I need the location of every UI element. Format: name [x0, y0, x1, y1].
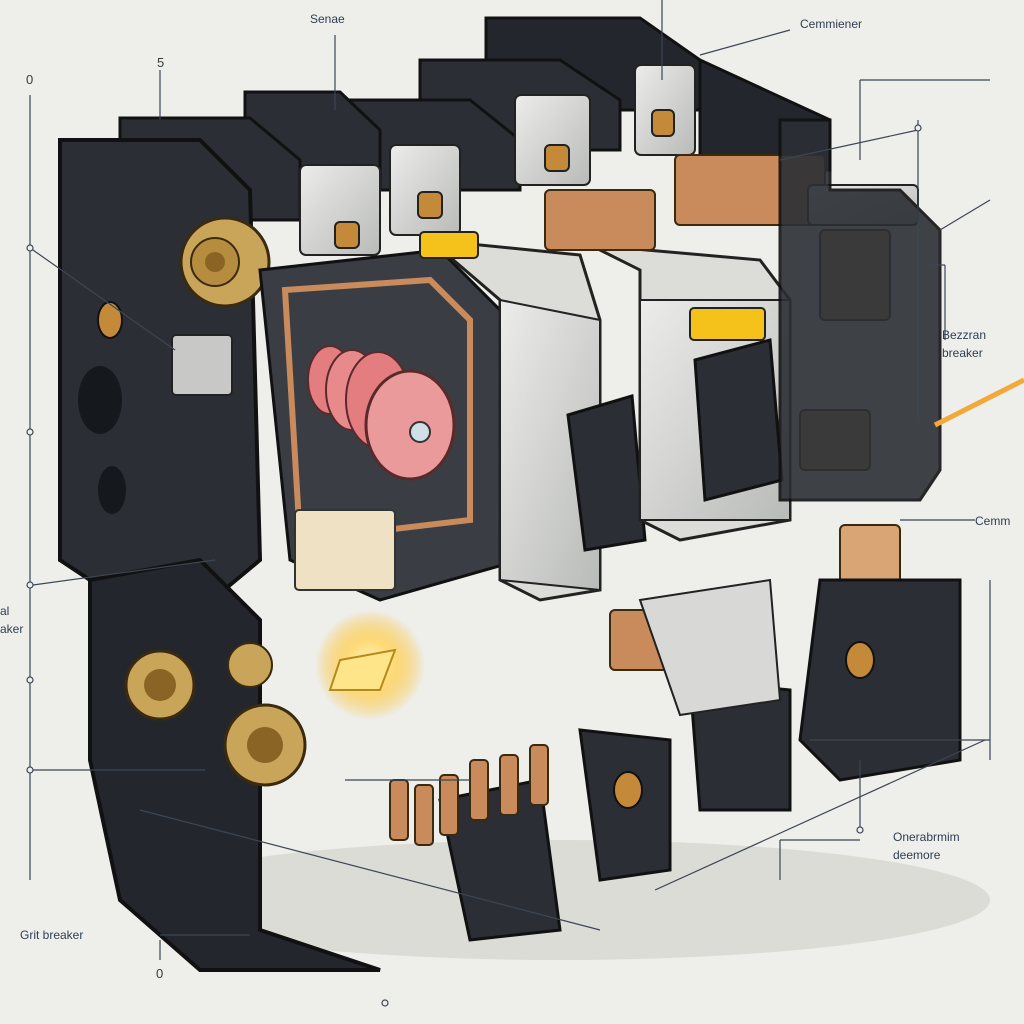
breaker-module-2	[589, 243, 792, 542]
probe-rod	[933, 377, 1024, 428]
mark-top-zero: 0	[26, 72, 34, 87]
leader-dots	[26, 124, 922, 1007]
solenoid-coil	[307, 345, 456, 481]
leader-lines	[29, 0, 991, 960]
label-left-cut-1: al	[0, 604, 10, 618]
label-right-lower-1: Onerabrmim	[893, 830, 960, 844]
label-top-center: Senae	[310, 12, 345, 26]
label-top-right: Cemmiener	[800, 17, 863, 31]
cream-terminal-block	[294, 509, 396, 591]
bottom-feet	[438, 578, 792, 942]
arc-flash-glow	[315, 610, 425, 720]
copper-contact-fingers	[389, 744, 549, 846]
right-housing	[778, 118, 962, 782]
breaker-module-1	[419, 231, 647, 602]
mark-bottom-zero: 0	[156, 966, 164, 981]
label-right-mid: Cemm	[975, 514, 1011, 528]
label-bottom-left: Grit breaker	[20, 928, 84, 942]
label-right-upper-1: Bezzran	[942, 328, 987, 342]
brass-terminals	[124, 216, 307, 787]
mark-top-five: 5	[157, 55, 165, 70]
top-terminal-caps	[299, 64, 696, 256]
label-right-lower-2: deemore	[893, 848, 941, 862]
floor-shadow	[130, 840, 990, 960]
steel-plate	[171, 334, 233, 396]
label-left-cut-2: aker	[0, 622, 24, 636]
label-right-upper-2: breaker	[942, 346, 983, 360]
